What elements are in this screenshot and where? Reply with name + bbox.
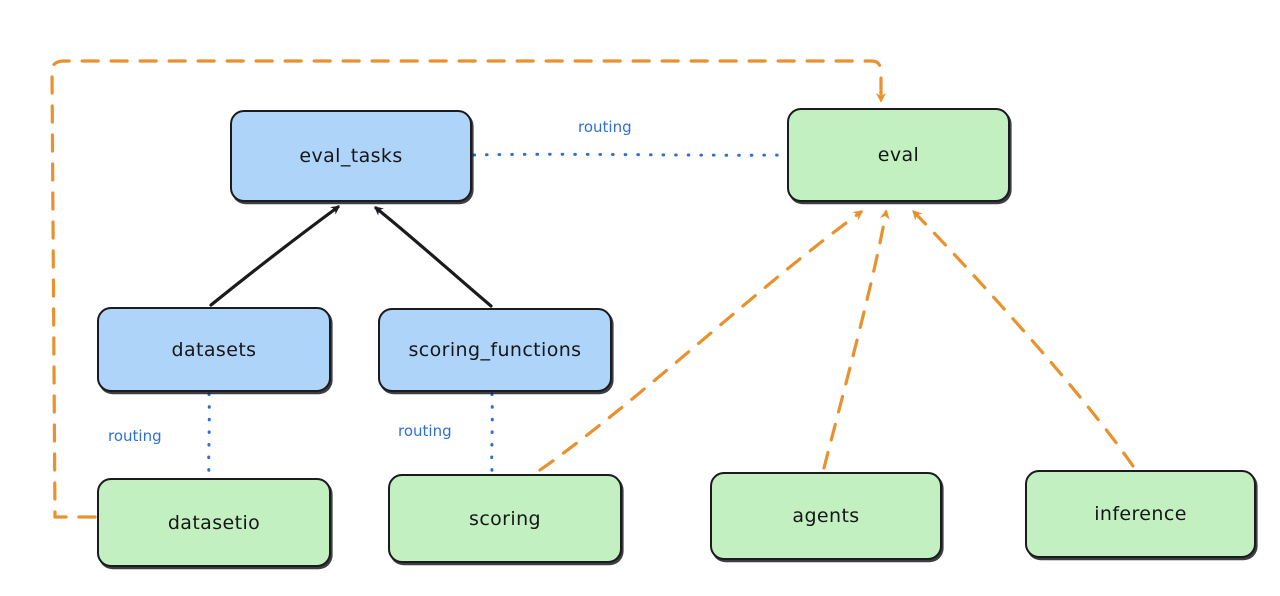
node-datasets[interactable]: datasets xyxy=(97,307,331,392)
edge-eval_tasks-eval xyxy=(472,152,786,157)
node-label: scoring_functions xyxy=(408,339,582,361)
node-label: scoring xyxy=(469,507,541,530)
edge-agents-eval xyxy=(822,209,890,470)
node-scoring-functions[interactable]: scoring_functions xyxy=(378,308,612,392)
node-inference[interactable]: inference xyxy=(1025,470,1256,558)
edge-datasets-datasetio xyxy=(207,392,211,478)
node-label: datasets xyxy=(171,338,257,361)
edge-scoring_functions-scoring xyxy=(490,392,494,474)
node-datasetio[interactable]: datasetio xyxy=(97,478,331,567)
edge-datasets-eval_tasks xyxy=(209,205,340,307)
edge-label-routing-eval-tasks-eval: routing xyxy=(578,118,632,136)
node-eval[interactable]: eval xyxy=(787,108,1010,202)
node-label: agents xyxy=(792,505,860,527)
edge-scoring-eval xyxy=(538,210,864,472)
node-label: inference xyxy=(1094,503,1187,525)
node-scoring[interactable]: scoring xyxy=(388,474,622,563)
edge-datasetio-eval xyxy=(50,59,886,519)
edge-label-routing-scoring-functions-scoring: routing xyxy=(398,422,452,440)
node-agents[interactable]: agents xyxy=(710,472,942,560)
node-eval-tasks[interactable]: eval_tasks xyxy=(230,110,472,202)
node-label: datasetio xyxy=(167,511,261,534)
edge-label-routing-datasets-datasetio: routing xyxy=(108,427,162,445)
node-label: eval_tasks xyxy=(299,145,403,167)
edge-inference-eval xyxy=(912,210,1135,468)
node-label: eval xyxy=(877,144,920,166)
edge-scoring_functions-eval_tasks xyxy=(374,206,493,308)
